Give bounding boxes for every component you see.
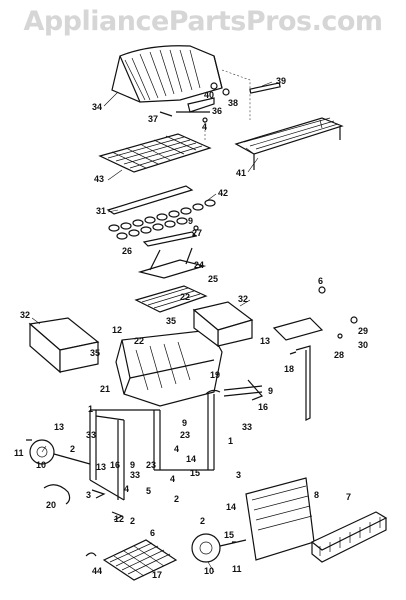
heat-deflector [106, 185, 194, 215]
label-41: 41 [236, 168, 246, 178]
label-4-c: 4 [124, 484, 129, 494]
wheel-left [29, 439, 91, 465]
label-17: 17 [152, 570, 162, 580]
label-22-mid: 22 [134, 336, 144, 346]
label-35-left: 35 [90, 348, 100, 358]
label-44: 44 [92, 566, 102, 576]
label-4-a: 4 [174, 444, 179, 454]
label-14: 14 [186, 454, 196, 464]
side-shelf-right [192, 301, 254, 348]
label-38: 38 [228, 98, 238, 108]
cooking-grid-upper [98, 133, 212, 173]
label-8: 8 [314, 490, 319, 500]
label-12-b: 12 [114, 514, 124, 524]
label-16-right: 16 [258, 402, 268, 412]
label-3-left: 3 [86, 490, 91, 500]
label-13-b: 13 [96, 462, 106, 472]
label-42: 42 [218, 188, 228, 198]
label-30: 30 [358, 340, 368, 350]
label-35-top: 35 [166, 316, 176, 326]
label-5: 5 [146, 486, 151, 496]
label-6-top: 6 [318, 276, 323, 286]
label-16-left: 16 [110, 460, 120, 470]
label-9-left: 9 [130, 460, 135, 470]
cart-frame [89, 389, 221, 501]
label-33-right: 33 [242, 422, 252, 432]
label-39: 39 [276, 76, 286, 86]
warming-rack [234, 117, 344, 170]
front-panel [245, 477, 315, 561]
label-23-b: 23 [146, 460, 156, 470]
right-side-frame [223, 379, 264, 401]
label-22-top: 22 [180, 292, 190, 302]
label-33-b: 33 [130, 470, 140, 480]
label-31: 31 [96, 206, 106, 216]
label-32-right: 32 [238, 294, 248, 304]
label-25: 25 [208, 274, 218, 284]
gas-hose [43, 484, 71, 505]
label-2-b: 2 [130, 516, 135, 526]
label-27: 27 [192, 228, 202, 238]
label-10-left: 10 [36, 460, 46, 470]
label-15-bottom: 15 [224, 530, 234, 540]
wheel-right [191, 533, 247, 563]
label-7: 7 [346, 492, 351, 502]
label-11-right: 11 [232, 564, 242, 574]
callout-labels: 34 37 40 38 36 4 39 41 43 42 31 9 27 26 … [14, 76, 368, 580]
label-6-bottom: 6 [150, 528, 155, 538]
bottom-shelf-bracket [91, 489, 124, 521]
label-9-mid: 9 [182, 418, 187, 428]
label-2-left: 2 [70, 444, 75, 454]
control-valve-assembly [272, 286, 358, 421]
label-32-left: 32 [20, 310, 30, 320]
label-24: 24 [194, 260, 204, 270]
cooking-grid-lower [134, 285, 208, 313]
label-4-b: 4 [170, 474, 175, 484]
hood-handle [249, 82, 281, 94]
label-1-left: 1 [88, 404, 93, 414]
label-2-right: 2 [200, 516, 205, 526]
bottom-wire-rack [102, 539, 178, 581]
label-19: 19 [210, 370, 220, 380]
label-37: 37 [148, 114, 158, 124]
label-21: 21 [100, 384, 110, 394]
grill-hood [111, 45, 251, 120]
side-shelf-left [28, 317, 100, 374]
briquettes [108, 199, 216, 240]
label-18: 18 [284, 364, 294, 374]
igniter [85, 552, 97, 557]
label-14-b: 14 [226, 502, 236, 512]
label-9-top: 9 [188, 216, 193, 226]
label-36: 36 [212, 106, 222, 116]
label-15-mid: 15 [190, 468, 200, 478]
label-4: 4 [202, 122, 207, 132]
leader-lines [31, 81, 273, 573]
label-10-right: 10 [204, 566, 214, 576]
label-29: 29 [358, 326, 368, 336]
label-43: 43 [94, 174, 104, 184]
label-34: 34 [92, 102, 102, 112]
burner [137, 225, 207, 279]
hood-hardware [159, 82, 230, 140]
label-9-right: 9 [268, 386, 273, 396]
label-23-a: 23 [180, 430, 190, 440]
label-13-left: 13 [54, 422, 64, 432]
label-1-right: 1 [228, 436, 233, 446]
label-20: 20 [46, 500, 56, 510]
label-40: 40 [204, 90, 214, 100]
label-26: 26 [122, 246, 132, 256]
firebox [115, 329, 223, 407]
label-33-left: 33 [86, 430, 96, 440]
label-11-left: 11 [14, 448, 24, 458]
label-13-right: 13 [260, 336, 270, 346]
label-2-mid: 2 [174, 494, 179, 504]
watermark: AppliancePartsPros.com [23, 6, 383, 37]
label-12-top: 12 [112, 325, 122, 335]
condiment-basket [310, 511, 388, 563]
label-3-right: 3 [236, 470, 241, 480]
axle-caps [26, 439, 236, 543]
label-28: 28 [334, 350, 344, 360]
